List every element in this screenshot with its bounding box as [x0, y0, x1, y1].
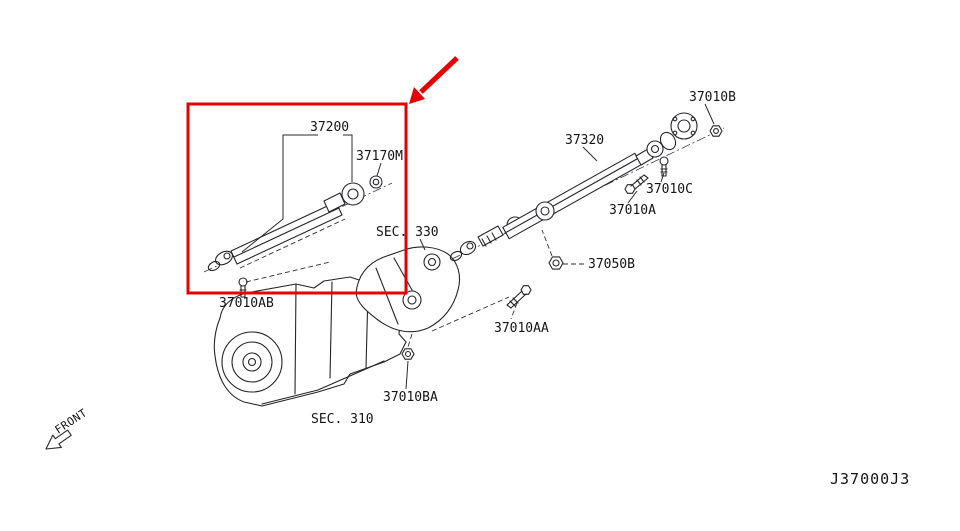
front-direction-marker: FRONT [45, 406, 90, 450]
highlight-arrow-head-icon [409, 87, 425, 104]
label-37200: 37200 [310, 120, 349, 135]
bolt-37010AA-drawing [506, 285, 532, 309]
ring-37170M-drawing [369, 175, 383, 189]
label-37050B: 37050B [588, 257, 635, 272]
front-arrow-icon [45, 429, 72, 450]
label-37170M: 37170M [356, 149, 403, 164]
label-sec-310: SEC. 310 [311, 412, 374, 427]
part-labels: 37200 37170M 37320 37010B 37010C 37010A … [219, 90, 736, 427]
diagram-code: J37000J3 [830, 470, 910, 488]
companion-flange-drawing [670, 112, 698, 140]
front-label: FRONT [53, 406, 90, 436]
transfer-case-drawing [355, 246, 461, 333]
label-37010C: 37010C [646, 182, 693, 197]
highlight-arrow-shaft [419, 56, 459, 94]
leader-lines [241, 103, 715, 390]
label-37010BA: 37010BA [383, 390, 438, 405]
highlight-overlay [186, 56, 459, 295]
label-37010AA: 37010AA [494, 321, 549, 336]
label-37010AB: 37010AB [219, 296, 274, 311]
bolt-37010C-drawing [659, 156, 669, 177]
front-propeller-shaft-drawing [207, 175, 383, 272]
nut-37010BA-drawing [401, 348, 415, 360]
label-37010A: 37010A [609, 203, 656, 218]
nut-37010B-drawing [709, 125, 723, 137]
bolt-37010A-drawing [624, 174, 649, 194]
nut-37050B-drawing [548, 256, 564, 270]
centerline-rear-shaft [451, 127, 725, 260]
rear-propeller-shaft-drawing [449, 131, 677, 262]
highlight-box [186, 102, 408, 295]
label-37320: 37320 [565, 133, 604, 148]
label-37010B: 37010B [689, 90, 736, 105]
